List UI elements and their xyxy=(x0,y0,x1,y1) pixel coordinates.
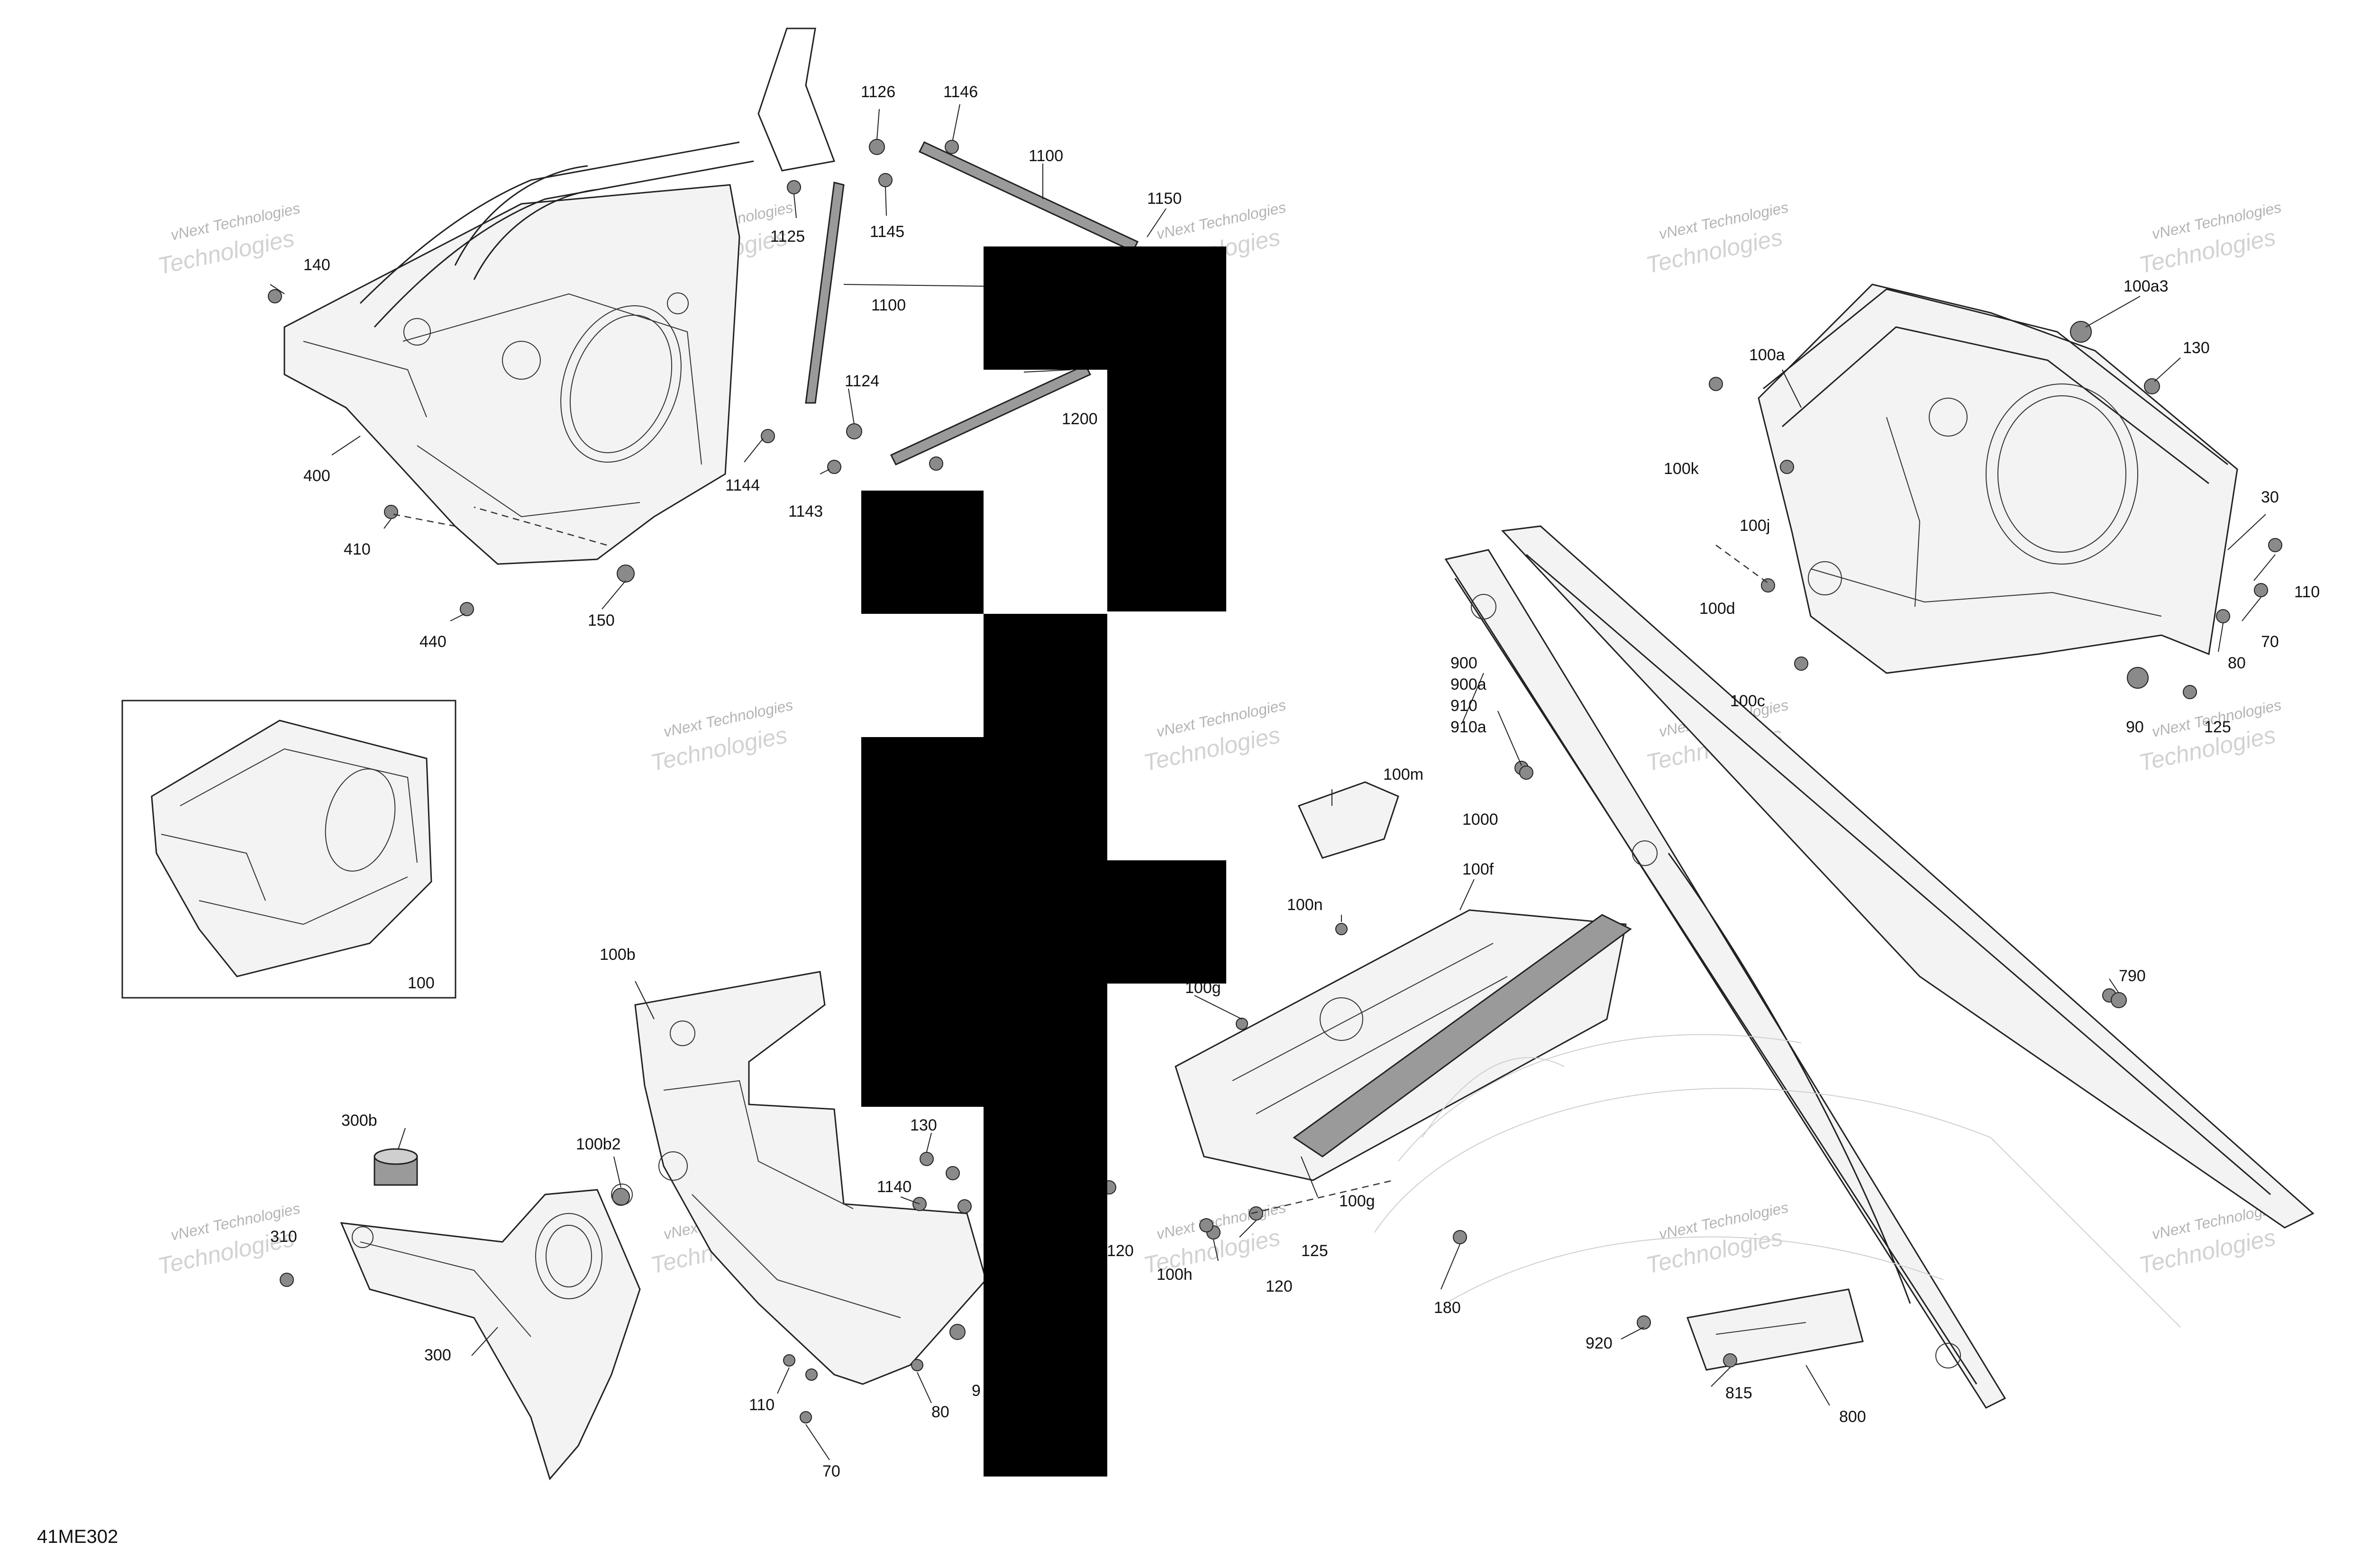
watermark: vNext Technologies Technologies xyxy=(1141,696,1287,776)
part-label: 100h xyxy=(1157,1266,1193,1284)
part-label: 100a xyxy=(1749,346,1785,364)
part-label: 815 xyxy=(1725,1384,1752,1402)
part-label: 920 xyxy=(1586,1334,1613,1352)
watermark: vNext Technologies Technologies xyxy=(648,696,794,776)
part-label: 110 xyxy=(749,1396,775,1414)
part-label: 400 xyxy=(303,467,330,485)
part-label: 910a xyxy=(1450,718,1486,736)
part-label: 1124 xyxy=(845,372,879,390)
part-label: 300 xyxy=(424,1346,451,1364)
part-label: 1143 xyxy=(788,502,823,520)
redaction-blocks xyxy=(861,246,1226,1477)
part-label: 140 xyxy=(303,256,330,274)
lower-bracket-assembly xyxy=(280,1148,641,1481)
part-label: 1125 xyxy=(770,228,805,246)
part-label: 1200 xyxy=(1062,410,1098,428)
part-label: 1144 xyxy=(725,476,760,494)
part-label: 1100 xyxy=(871,296,906,314)
front-frame-assembly xyxy=(283,27,836,565)
part-label: 1126 xyxy=(861,83,895,101)
part-label: 100a3 xyxy=(2124,277,2169,295)
part-label: 125 xyxy=(2204,718,2231,736)
part-label: 120 xyxy=(1107,1242,1134,1260)
inset-frame-100: 100 xyxy=(121,700,456,999)
part-label: 100c xyxy=(1730,692,1765,710)
part-label: 1150 xyxy=(1147,190,1182,208)
part-labels: 1126 1146 1100 1150 1125 1145 140 1100 1… xyxy=(270,83,2320,1480)
part-label: 180 xyxy=(1434,1299,1461,1317)
tie-rods xyxy=(268,139,1139,616)
part-label: 1140 xyxy=(877,1178,912,1196)
inset-label: 100 xyxy=(408,974,435,992)
watermark: vNext Technologies Technologies xyxy=(2137,199,2283,279)
part-label: 1145 xyxy=(870,223,904,241)
part-label: 130 xyxy=(910,1116,937,1134)
part-label: 1000 xyxy=(1462,811,1498,829)
part-label: 790 xyxy=(2119,967,2146,985)
part-label: 100b xyxy=(600,946,636,964)
part-label: 30 xyxy=(2261,488,2279,506)
watermark: vNext Technologies Technologies xyxy=(1644,199,1790,279)
part-label: 125 xyxy=(1301,1242,1328,1260)
part-label: 900a xyxy=(1450,675,1486,693)
watermark: vNext Technologies Technologies xyxy=(2137,696,2283,776)
part-label: 310 xyxy=(270,1228,297,1246)
part-label: 900 xyxy=(1450,654,1477,672)
part-label: 9 xyxy=(972,1382,981,1400)
watermark: vNext Technologies Technologies xyxy=(155,200,301,280)
part-label: 910 xyxy=(1450,697,1477,715)
part-label: 1146 xyxy=(943,83,978,101)
part-label: 100j xyxy=(1740,517,1770,535)
side-beam-assembly xyxy=(1374,525,2315,1409)
part-label: 80 xyxy=(2228,654,2246,672)
part-label: 800 xyxy=(1839,1408,1866,1426)
part-label: 90 xyxy=(2126,718,2144,736)
part-label: 130 xyxy=(2183,339,2210,357)
part-label: 410 xyxy=(344,540,371,558)
diagram-code: 41ME302 xyxy=(37,1526,118,1547)
skid-plate-assembly xyxy=(1175,766,2127,1244)
part-label: 80 xyxy=(931,1403,949,1421)
part-label: 100m xyxy=(1383,766,1423,784)
part-label: 100g xyxy=(1339,1192,1375,1210)
part-label: 100b2 xyxy=(576,1135,621,1153)
leader-lines xyxy=(270,104,2276,1460)
part-label: 300b xyxy=(341,1112,377,1130)
upper-frame-assembly xyxy=(1709,283,2282,699)
part-label: 120 xyxy=(1266,1277,1293,1295)
part-label: 150 xyxy=(588,611,615,629)
part-label: 440 xyxy=(419,633,447,651)
part-label: 100f xyxy=(1462,860,1494,878)
part-label: 100n xyxy=(1287,896,1323,914)
part-label: 70 xyxy=(822,1462,840,1480)
part-label: 70 xyxy=(2261,633,2279,651)
part-label: 100d xyxy=(1699,600,1735,618)
part-label: 100k xyxy=(1664,460,1699,478)
part-label: 110 xyxy=(2294,583,2320,601)
part-label: 1100 xyxy=(1029,147,1063,165)
